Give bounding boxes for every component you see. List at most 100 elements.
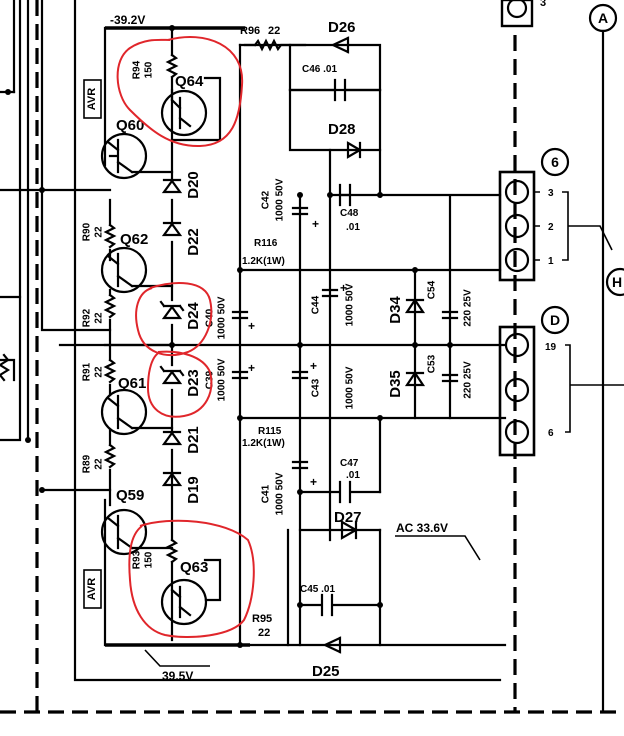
label-d35: D35 [387, 370, 404, 398]
marker-d: D [550, 312, 560, 328]
label-c41: C41 [261, 484, 272, 503]
electrolytic-caps [231, 206, 339, 470]
label-d28: D28 [328, 121, 356, 138]
label-c39: C39 [205, 370, 216, 389]
label-q62: Q62 [120, 231, 148, 248]
value-r89: 22 [94, 458, 105, 470]
label-r91: R91 [82, 362, 93, 381]
label-d34: D34 [387, 296, 404, 324]
avr-box-top: AVR [83, 79, 102, 119]
label-q61: Q61 [118, 375, 146, 392]
label-r94: R94 [132, 60, 143, 79]
value-c54: 220 25V [463, 289, 474, 327]
label-c42: C42 [261, 190, 272, 209]
pin-d-6: 6 [548, 428, 554, 439]
value-c40: 1000 50V [217, 296, 228, 339]
value-r95: 22 [258, 627, 270, 639]
label-c45: C45 .01 [300, 584, 335, 595]
label-r115: R115 [258, 426, 282, 437]
avr-label-top: AVR [86, 88, 98, 110]
marker-a: A [598, 10, 608, 26]
value-c39: 1000 50V [217, 358, 228, 401]
label-r93: R93 [132, 550, 143, 569]
plus-c42: + [312, 217, 319, 231]
label-r116: R116 [254, 238, 278, 249]
value-r90: 22 [94, 226, 105, 238]
annotation-q64 [116, 36, 244, 148]
annotation-d24 [135, 282, 213, 356]
diode-chain-center [103, 26, 174, 642]
label-d20: D20 [185, 171, 202, 199]
value-c48: .01 [346, 222, 360, 233]
label-r89: R89 [82, 454, 93, 473]
plus-c40: + [248, 319, 255, 333]
label-q63: Q63 [180, 559, 208, 576]
plus-c39: + [248, 361, 255, 375]
left-edge-wiring [0, 0, 502, 682]
pin-top-label: 3 [540, 0, 546, 9]
power-rails [58, 25, 507, 648]
value-c42: 1000 50V [275, 178, 286, 221]
plus-c41: + [310, 475, 317, 489]
label-c54: C54 [427, 280, 438, 299]
ac-voltage-label: AC 33.6V [396, 521, 448, 535]
zener-section [404, 268, 502, 420]
marker-h: H [612, 274, 622, 290]
connector-d: 19 6 [498, 325, 624, 457]
rectifier-network [238, 36, 502, 654]
chain-diodes [159, 178, 185, 487]
value-c41: 1000 50V [275, 472, 286, 515]
label-d23: D23 [185, 369, 202, 397]
plus-c44: + [340, 281, 347, 295]
pin-6-2: 2 [548, 222, 554, 233]
label-c53: C53 [427, 354, 438, 373]
red-annotations [116, 36, 255, 638]
annotation-q63 [128, 519, 255, 638]
plus-c43: + [310, 359, 317, 373]
value-r116: 1.2K(1W) [242, 256, 285, 267]
label-r92: R92 [82, 308, 93, 327]
value-c53: 220 25V [463, 361, 474, 399]
board-outline [0, 0, 616, 714]
label-q60: Q60 [116, 117, 144, 134]
marker-6: 6 [551, 154, 559, 170]
label-d26: D26 [328, 19, 356, 36]
value-r93: 150 [144, 551, 155, 568]
value-r91: 22 [94, 366, 105, 378]
label-r95: R95 [252, 613, 272, 625]
pin-d-19: 19 [545, 342, 557, 353]
transistors [100, 88, 208, 626]
label-c44: C44 [311, 295, 322, 314]
label-q64: Q64 [175, 73, 204, 90]
value-c44: 1000 50V [345, 283, 356, 326]
value-r92: 22 [94, 312, 105, 324]
label-d24: D24 [185, 302, 202, 330]
label-c46: C46 .01 [302, 64, 337, 75]
value-c47: .01 [346, 470, 360, 481]
label-r96: R96 [240, 25, 260, 37]
q64-bypass [170, 76, 222, 142]
value-c43: 1000 50V [345, 366, 356, 409]
component-labels: Q64 Q60 Q62 Q61 Q59 Q63 D20 D22 D24 D23 … [82, 19, 474, 680]
top-rail-voltage: -39.2V [110, 13, 145, 27]
label-d27: D27 [334, 509, 362, 526]
connector-6: 3 2 1 [498, 170, 613, 282]
label-d19: D19 [185, 476, 202, 504]
label-d21: D21 [185, 426, 202, 454]
avr-label-bottom: AVR [86, 578, 98, 600]
annotation-d23 [146, 350, 213, 418]
value-r115: 1.2K(1W) [242, 438, 285, 449]
label-c47: C47 [340, 458, 359, 469]
value-r96: 22 [268, 25, 280, 37]
bottom-rail-voltage: 39.5V [162, 669, 193, 683]
label-d25: D25 [312, 663, 340, 680]
label-c43: C43 [311, 378, 322, 397]
label-d22: D22 [185, 228, 202, 256]
value-r94: 150 [144, 61, 155, 78]
pin-6-1: 1 [548, 256, 554, 267]
label-c48: C48 [340, 208, 359, 219]
label-r90: R90 [82, 222, 93, 241]
circle-markers: A 6 D H [540, 3, 624, 714]
q63-bypass [203, 558, 222, 602]
label-q59: Q59 [116, 487, 144, 504]
